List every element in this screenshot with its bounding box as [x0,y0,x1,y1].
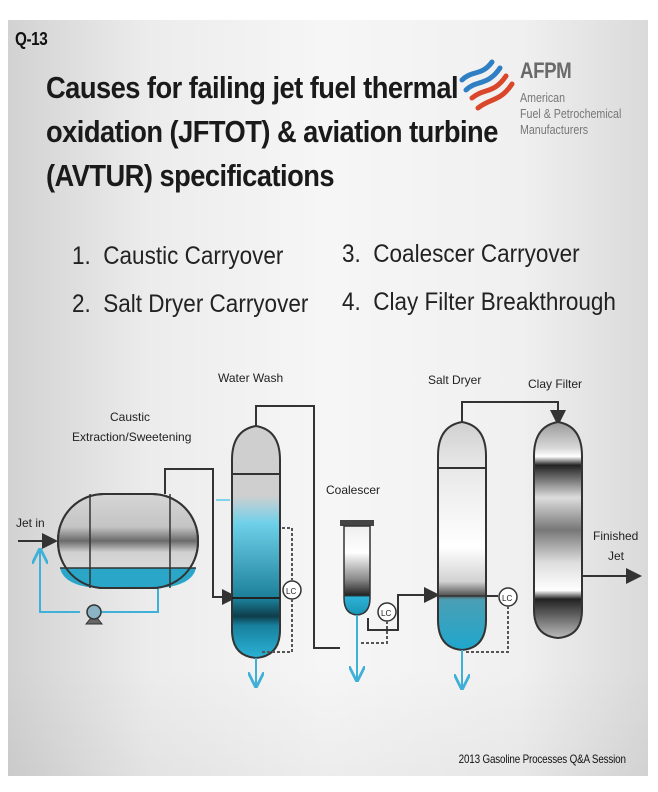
wash-lc-signal [282,527,293,580]
afpm-logo: AFPM American Fuel & Petrochemical Manuf… [456,50,646,170]
label-salt-dryer: Salt Dryer [428,373,481,387]
logo-subtitle: American Fuel & Petrochemical Manufactur… [520,90,621,138]
label-water-wash: Water Wash [218,371,283,385]
salt-lc-signal [466,606,509,653]
wash-lc-signal-2 [260,599,293,653]
coalescer-lc-signal [360,621,388,644]
coalescer-vessel [340,520,374,616]
slide-title: Causes for failing jet fuel thermal oxid… [46,66,498,198]
causes-list: 1. Caustic Carryover 2. Salt Dryer Carry… [70,240,630,330]
logo-subtitle-line: Fuel & Petrochemical [520,106,622,121]
slide: Q-13 Causes for failing jet fuel thermal… [8,20,648,776]
label-caustic: Caustic [110,410,150,424]
salt-lc-label: LC [502,594,512,603]
caustic-recirc-line [96,588,159,613]
cause-label: Coalescer Carryover [373,240,580,268]
clay-filter-vessel [533,420,583,640]
cause-label: Caustic Carryover [103,242,284,270]
cause-number: 1. [72,242,91,270]
label-coalescer: Coalescer [326,483,380,497]
pipe-wash-to-coalescer [255,405,340,649]
pump-icon [84,604,104,625]
question-number: Q-13 [15,29,48,49]
afpm-waves-logo-icon [459,59,515,111]
cause-item: 2. Salt Dryer Carryover [72,290,308,319]
logo-acronym: AFPM [520,58,572,83]
cause-label: Salt Dryer Carryover [103,290,309,318]
caustic-extraction-vessel [57,493,199,589]
label-finished: Finished [593,529,638,543]
logo-subtitle-line: American [520,90,566,105]
cause-number: 2. [72,290,91,318]
wash-lc-label: LC [286,587,296,596]
process-flow-diagram: Water Wash Caustic Extraction/Sweetening… [16,371,642,700]
pipe-caustic-to-wash [164,468,238,605]
label-finished-sub: Jet [608,549,625,563]
title-line-3: (AVTUR) specifications [46,158,335,193]
title-line-2: oxidation (JFTOT) & aviation turbine [46,114,498,149]
caustic-recirc-line-2 [40,550,80,613]
label-caustic-sub: Extraction/Sweetening [72,430,191,444]
logo-subtitle-line: Manufacturers [520,122,589,137]
cause-item: 4. Clay Filter Breakthrough [342,288,616,317]
cause-item: 3. Coalescer Carryover [342,240,580,269]
coalescer-lc-label: LC [381,609,391,618]
water-wash-column [231,424,281,660]
label-jet-in: Jet in [16,516,45,530]
label-clay-filter: Clay Filter [528,377,582,391]
cause-number: 4. [342,288,361,316]
slide-footer: 2013 Gasoline Processes Q&A Session [458,752,626,766]
pipe-salt-to-clay [461,401,566,426]
cause-label: Clay Filter Breakthrough [373,288,616,316]
pipe-coalescer-to-salt [367,587,440,631]
cause-number: 3. [342,240,361,268]
title-line-1: Causes for failing jet fuel thermal [46,70,459,105]
cause-item: 1. Caustic Carryover [72,242,283,271]
salt-dryer-vessel [437,420,487,652]
